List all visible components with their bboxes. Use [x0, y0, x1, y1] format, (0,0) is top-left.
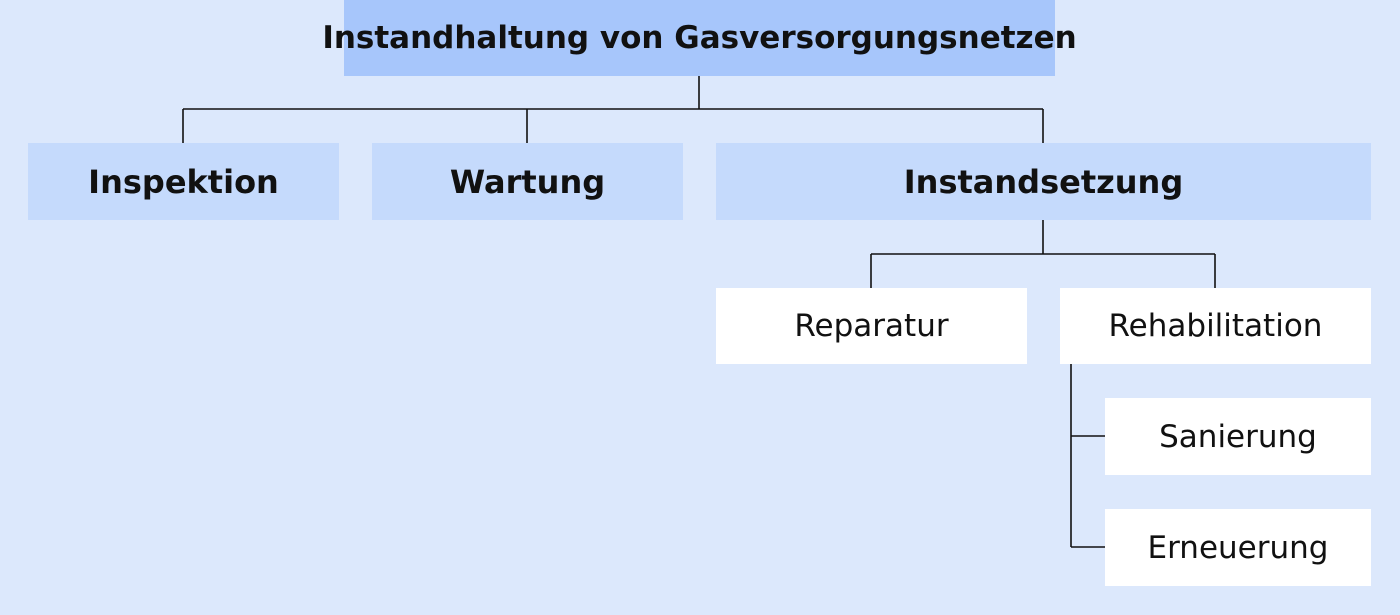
node-rehabilitation-label: Rehabilitation	[1108, 308, 1323, 344]
root-node: Instandhaltung von Gasversorgungsnetzen	[322, 0, 1077, 76]
node-instandsetzung: Instandsetzung	[716, 143, 1371, 220]
node-wartung: Wartung	[372, 143, 683, 220]
node-sanierung: Sanierung	[1105, 398, 1371, 475]
node-reparatur-label: Reparatur	[794, 308, 949, 344]
node-erneuerung: Erneuerung	[1105, 509, 1371, 586]
node-erneuerung-label: Erneuerung	[1147, 529, 1329, 566]
node-instandsetzung-label: Instandsetzung	[903, 162, 1184, 201]
node-sanierung-label: Sanierung	[1159, 418, 1317, 455]
root-node-label: Instandhaltung von Gasversorgungsnetzen	[322, 20, 1077, 56]
node-reparatur: Reparatur	[716, 288, 1027, 364]
node-wartung-label: Wartung	[449, 162, 606, 201]
node-rehabilitation: Rehabilitation	[1060, 288, 1371, 364]
node-inspektion: Inspektion	[28, 143, 339, 220]
node-inspektion-label: Inspektion	[88, 162, 279, 201]
